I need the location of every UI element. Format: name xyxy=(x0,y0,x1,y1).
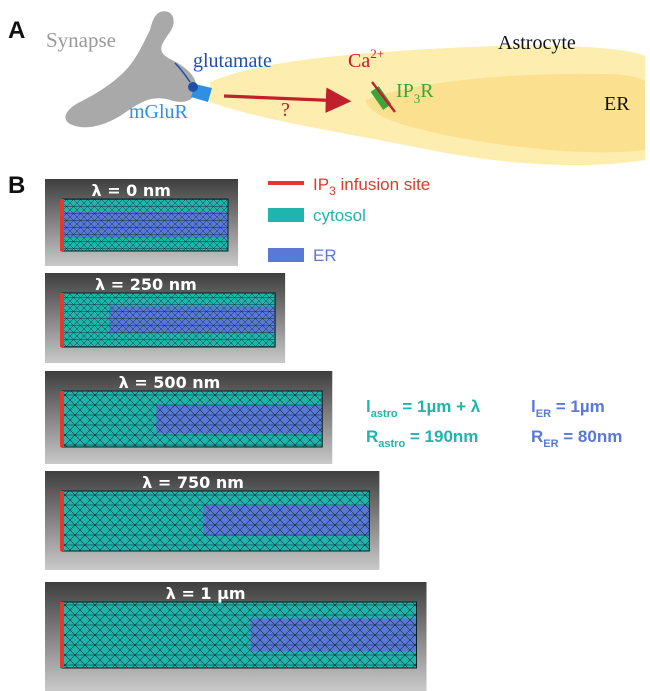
panel-b: B IP3 infusion site cytosol ER λ = 0 nmλ… xyxy=(8,172,622,691)
panel-a-letter: A xyxy=(8,17,25,44)
mesh-panel: λ = 500 nm xyxy=(45,371,333,464)
question-mark: ? xyxy=(281,99,290,121)
lambda-label: λ = 750 nm xyxy=(142,473,244,492)
astrocyte-label: Astrocyte xyxy=(498,32,576,54)
r-er-equation: RER = 80nm xyxy=(531,427,622,450)
panel-a: A Synapse glutamate mGluR ? Ca2+ IP3R As… xyxy=(8,11,645,166)
ip3r-icon xyxy=(370,81,396,113)
legend-infusion-swatch xyxy=(268,181,304,185)
glutamate-pointer xyxy=(174,62,191,83)
infusion-site-marker xyxy=(60,491,64,551)
er-region xyxy=(365,73,645,153)
mesh-wireframe xyxy=(61,292,276,348)
legend: IP3 infusion site cytosol ER xyxy=(268,175,430,265)
infusion-site-marker xyxy=(60,293,64,347)
infusion-site-marker xyxy=(60,602,64,668)
mesh-wireframe xyxy=(61,601,417,669)
mesh-panel: λ = 250 nm xyxy=(45,273,286,363)
legend-infusion-label: IP3 infusion site xyxy=(313,175,430,198)
r-astro-equation: Rastro = 190nm xyxy=(366,427,478,450)
synapse-bouton xyxy=(65,11,197,128)
mglur-label: mGluR xyxy=(129,101,189,123)
infusion-site-marker xyxy=(60,391,64,447)
lambda-label: λ = 0 nm xyxy=(92,181,171,200)
glutamate-label: glutamate xyxy=(193,50,272,72)
legend-cytosol-swatch xyxy=(268,208,304,222)
mesh-panel: λ = 1 µm xyxy=(45,582,427,691)
mesh-wireframe xyxy=(61,390,323,448)
panel-b-letter: B xyxy=(8,172,25,199)
infusion-site-marker xyxy=(60,199,64,251)
legend-er-swatch xyxy=(268,248,304,262)
mesh-stack: λ = 0 nm λ = 250 nm λ = 500 nm λ = 750 nm λ … xyxy=(45,179,427,691)
lambda-label: λ = 250 nm xyxy=(95,275,197,294)
mesh-panel: λ = 750 nm xyxy=(45,471,380,570)
legend-cytosol-label: cytosol xyxy=(313,206,366,225)
legend-er-label: ER xyxy=(313,246,337,265)
lambda-label: λ = 1 µm xyxy=(166,584,246,603)
parameter-equations: lastro = 1µm + λ Rastro = 190nm lER = 1µ… xyxy=(366,397,622,450)
er-label: ER xyxy=(604,93,630,115)
glutamate-dot xyxy=(188,82,198,92)
lambda-label: λ = 500 nm xyxy=(119,373,221,392)
mesh-panel: λ = 0 nm xyxy=(45,179,238,266)
calcium-label: Ca2+ xyxy=(348,46,384,72)
ip3r-label: IP3R xyxy=(396,80,434,106)
mesh-wireframe xyxy=(61,490,370,552)
mesh-wireframe xyxy=(61,198,229,252)
l-er-equation: lER = 1µm xyxy=(531,397,605,420)
l-astro-equation: lastro = 1µm + λ xyxy=(366,397,481,420)
synapse-label: Synapse xyxy=(46,28,116,52)
signal-arrow xyxy=(223,87,352,113)
